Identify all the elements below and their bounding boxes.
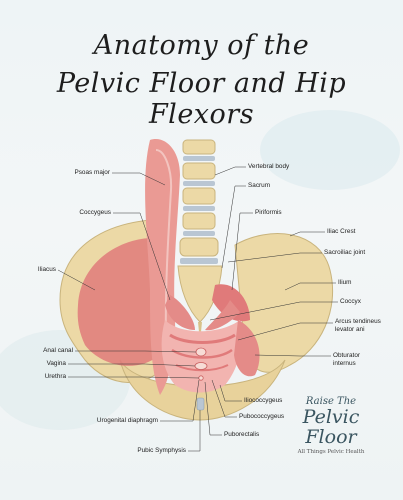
label-iliacus: Iliacus [37,266,56,273]
vaginal-opening [194,362,208,370]
label-iliac-crest: Iliac Crest [327,228,356,235]
label-sacrum: Sacrum [248,182,271,189]
label-vagina: Vagina [46,360,66,367]
label-sacroiliac-joint: Sacroiliac joint [324,249,366,256]
label-puborectalis: Puborectalis [224,431,260,438]
sacrum-bone [177,265,223,323]
label-obturator: Obturator [333,352,360,359]
right-ilium [234,233,334,373]
label-psoas-major: Psoas major [74,169,110,176]
title-line-1: Anatomy of the [93,30,310,61]
label-pubic-symphysis: Pubic Symphysis [137,447,186,454]
label-levator-ani: levator ani [335,326,365,333]
iliacus-muscle [77,238,162,366]
urethra-opening [198,375,204,381]
label-coccyx: Coccyx [340,298,361,305]
anal-canal-opening [195,347,207,357]
coccygeus-muscle-right [205,300,240,331]
label-piriformis: Piriformis [255,209,282,216]
label-iliococcygeus: Iliococcygeus [244,397,283,404]
obturator-internus-muscle [234,320,260,377]
pubic-symphysis [196,397,205,411]
label-vertebral-body: Vertebral body [248,163,290,170]
spine [177,139,223,332]
label-urethra: Urethra [44,373,66,380]
label-pubococcygeus: Pubococcygeus [239,413,285,420]
label-anal-canal: Anal canal [43,347,73,354]
label-coccygeus: Coccygeus [79,209,111,216]
logo-line-3: All Things Pelvic Health [297,449,365,455]
label-arcus-tendineus: Arcus tendineus [335,318,381,325]
label-ilium: Ilium [338,279,352,286]
title-line-2: Pelvic Floor and Hip Flexors [56,68,347,130]
brand-logo: Raise The Pelvic Floor All Things Pelvic… [283,382,379,462]
logo-line-1: Raise The [305,396,357,407]
label-urogenital-diaphragm: Urogenital diaphragm [96,417,158,424]
coccygeus-muscle [165,295,195,330]
logo-line-2: Pelvic Floor [302,406,360,448]
label-internus: internus [333,360,356,367]
leader-lines [57,166,338,452]
